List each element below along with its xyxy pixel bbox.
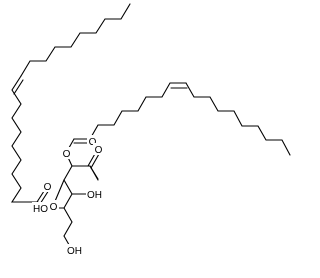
right-chain-upper xyxy=(185,82,291,156)
atom-right-ester-single-o: O xyxy=(61,147,72,160)
methyl-bond xyxy=(89,165,99,181)
atom-label-o: O xyxy=(89,137,97,148)
atom-oh-c4: OH xyxy=(86,188,103,201)
atom-ho-terminal: HO xyxy=(32,202,49,215)
atom-label-oh: OH xyxy=(67,246,82,257)
left-chain-double-bond xyxy=(13,79,24,95)
left-chain-lower xyxy=(10,75,38,203)
backbone-c5-c6 xyxy=(63,207,73,237)
atom-label-ho: HO xyxy=(33,204,48,215)
atom-left-ester-carbonyl-o: O xyxy=(42,180,53,193)
backbone-c3-c4 xyxy=(63,165,73,181)
atom-labels: O O O O O OH OH HO xyxy=(32,135,104,257)
bond-lines xyxy=(10,3,291,251)
atom-label-o: O xyxy=(95,145,103,156)
molecule-diagram: O O O O O OH OH HO xyxy=(10,3,291,257)
ketone-bond-2 xyxy=(90,153,100,169)
atom-label-o: O xyxy=(50,202,58,213)
atom-label-o: O xyxy=(63,149,71,160)
backbone-c4-c5 xyxy=(63,179,73,209)
left-chain-upper xyxy=(20,3,131,77)
atom-oh-c5: OH xyxy=(66,244,83,257)
atom-label-oh: OH xyxy=(87,190,102,201)
atom-ketone-o: O xyxy=(93,143,104,156)
atom-left-ester-single-o: O xyxy=(48,200,59,213)
left-carbonyl-bond-2 xyxy=(39,189,50,205)
atom-right-ester-carbonyl-o: O xyxy=(87,135,98,148)
atom-label-o: O xyxy=(44,182,52,193)
right-chain-lower xyxy=(73,82,187,140)
